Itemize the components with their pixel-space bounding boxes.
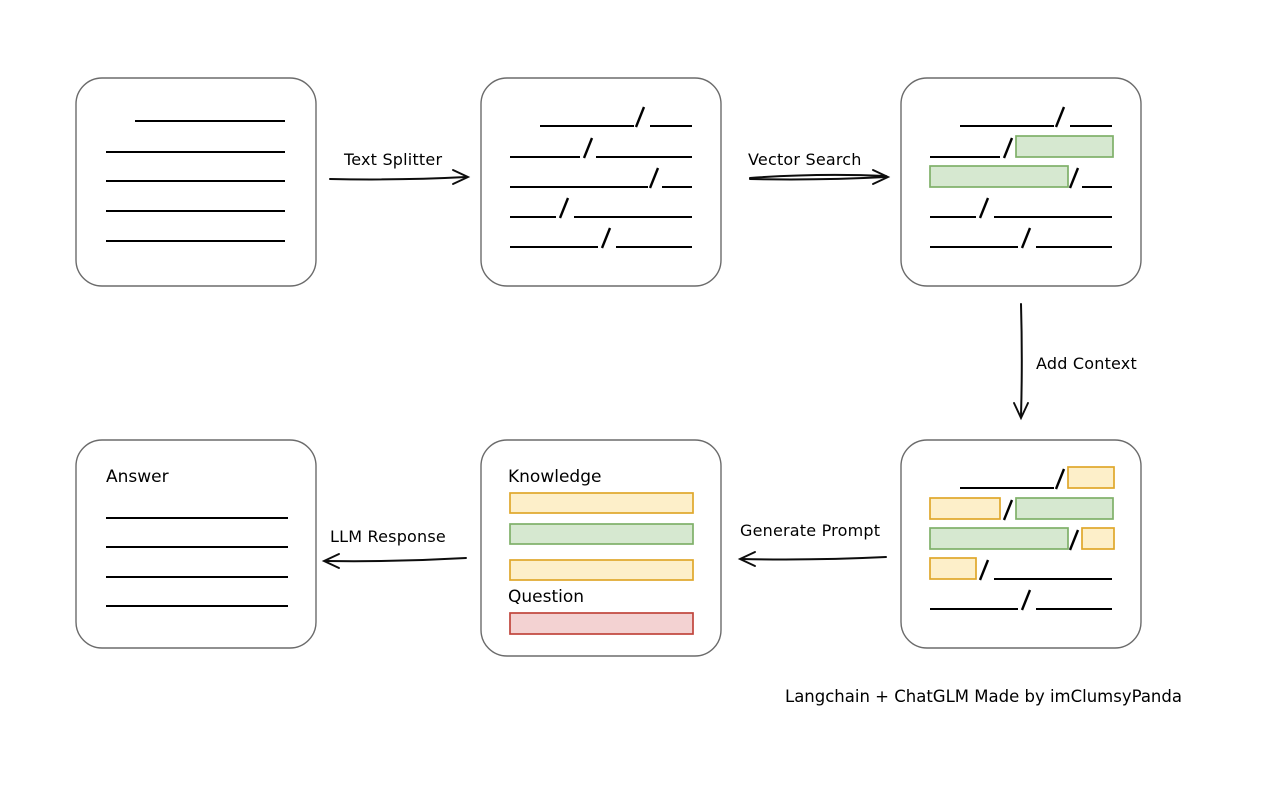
edge-line — [325, 557, 467, 563]
edge-vector-search: Vector Search — [748, 150, 891, 185]
separator-slash — [1054, 468, 1066, 490]
separator-slash — [978, 197, 990, 219]
separator-slash — [978, 559, 990, 581]
edge-line — [741, 556, 887, 561]
node-vector-matches — [900, 77, 1142, 287]
edge-arrowhead — [321, 553, 340, 569]
separator-slash — [1020, 589, 1032, 611]
edge-line — [329, 176, 467, 181]
separator-slash — [1002, 137, 1014, 159]
separator-slash — [648, 167, 660, 189]
node-box-split-chunks — [480, 77, 722, 287]
footer-credit: Langchain + ChatGLM Made by imClumsyPand… — [785, 687, 1182, 706]
edge-line-secondary — [749, 173, 887, 179]
highlight-green-bar — [929, 527, 1069, 550]
prompt-bar-yellow — [509, 559, 694, 581]
highlight-green-bar — [1015, 135, 1114, 158]
footer-layer: Langchain + ChatGLM Made by imClumsyPand… — [785, 687, 1182, 706]
node-source-document — [75, 77, 317, 287]
edge-arrowhead — [452, 169, 471, 185]
separator-slash — [582, 137, 594, 159]
highlight-green-bar — [929, 165, 1069, 188]
highlight-yellow-bar — [1067, 466, 1115, 489]
edge-label-generate-prompt: Generate Prompt — [740, 521, 880, 540]
edge-arrowhead — [872, 169, 891, 185]
section-heading-1: Question — [508, 587, 584, 607]
edge-label-llm-response: LLM Response — [330, 527, 446, 546]
highlight-yellow-bar — [929, 497, 1001, 520]
separator-slash — [1068, 167, 1080, 189]
highlight-yellow-bar — [1081, 527, 1115, 550]
node-context-added — [900, 439, 1142, 649]
edge-generate-prompt: Generate Prompt — [737, 521, 887, 567]
edge-text-splitter: Text Splitter — [329, 150, 471, 185]
separator-slash — [558, 197, 570, 219]
edge-llm-response: LLM Response — [321, 527, 467, 569]
node-split-chunks — [480, 77, 722, 287]
edge-line — [749, 176, 887, 181]
node-title-answer: Answer — [106, 467, 169, 487]
separator-slash — [634, 106, 646, 128]
section-heading-0: Knowledge — [508, 467, 601, 487]
edge-arrowhead — [1013, 402, 1029, 421]
prompt-bar-yellow — [509, 492, 694, 514]
prompt-bar-red — [509, 612, 694, 635]
edge-add-context: Add Context — [1013, 303, 1137, 421]
separator-slash — [1020, 227, 1032, 249]
highlight-green-bar — [1015, 497, 1114, 520]
separator-slash — [1068, 529, 1080, 551]
edge-label-text-splitter: Text Splitter — [343, 150, 442, 169]
edge-arrowhead — [737, 551, 756, 567]
separator-slash — [1054, 106, 1066, 128]
prompt-bar-green — [509, 523, 694, 545]
edge-label-vector-search: Vector Search — [748, 150, 862, 169]
separator-slash — [1002, 499, 1014, 521]
separator-slash — [600, 227, 612, 249]
edge-label-add-context: Add Context — [1036, 354, 1137, 373]
highlight-yellow-bar — [929, 557, 977, 580]
node-answer: Answer — [75, 439, 317, 649]
node-box-answer — [75, 439, 317, 649]
edge-line — [1020, 303, 1023, 417]
